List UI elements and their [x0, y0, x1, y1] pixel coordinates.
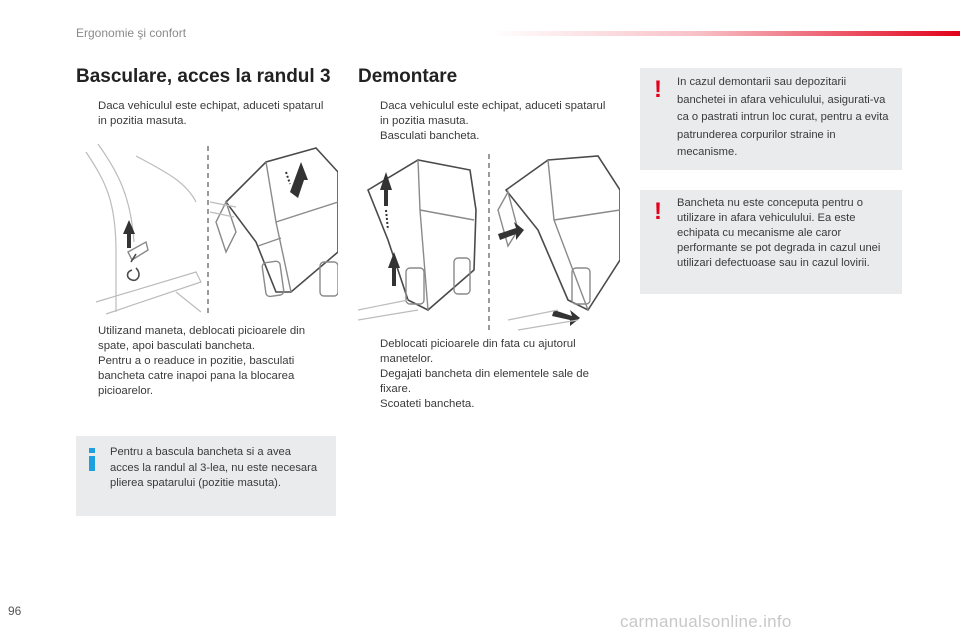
- bullet-arrow-icon: [358, 99, 380, 129]
- bullet-arrow-icon: [76, 354, 98, 399]
- header-accent-bar: [490, 31, 960, 36]
- bullet-arrow-icon: [358, 337, 380, 367]
- info-icon: [89, 448, 95, 471]
- middle-steps-list: Deblocati picioarele din fata cu ajutoru…: [358, 337, 608, 412]
- list-item: Pentru a o readuce in pozitie, basculati…: [76, 354, 334, 399]
- list-item: Basculati bancheta.: [358, 129, 608, 144]
- bullet-arrow-icon: [76, 99, 98, 129]
- list-item: Daca vehiculul este echipat, aduceti spa…: [358, 99, 608, 129]
- left-intro-list: Daca vehiculul este echipat, aduceti spa…: [76, 99, 326, 129]
- middle-title: Demontare: [358, 66, 458, 87]
- section-header: Ergonomie şi confort: [76, 26, 187, 40]
- seat-tilt-illustration: [85, 143, 338, 315]
- left-title: Basculare, acces la randul 3: [76, 66, 331, 87]
- info-box: Pentru a bascula bancheta si a avea acce…: [76, 436, 336, 516]
- page-number: 96: [8, 604, 22, 618]
- list-item: Degajati bancheta din elementele sale de…: [358, 367, 608, 397]
- footer-watermark: carmanualsonline.info: [620, 612, 792, 631]
- list-item: Deblocati picioarele din fata cu ajutoru…: [358, 337, 608, 367]
- bullet-arrow-icon: [76, 324, 98, 354]
- list-item: Utilizand maneta, deblocati picioarele d…: [76, 324, 334, 354]
- warning-icon: !: [654, 76, 662, 103]
- bullet-arrow-icon: [358, 129, 380, 144]
- left-steps-list: Utilizand maneta, deblocati picioarele d…: [76, 324, 334, 399]
- warning-box-storage: ! In cazul demontarii sau depozitarii ba…: [640, 68, 902, 170]
- bullet-arrow-icon: [358, 367, 380, 397]
- list-item: Daca vehiculul este echipat, aduceti spa…: [76, 99, 326, 129]
- seat-removal-illustration: [358, 154, 620, 331]
- warning-box-usage: ! Bancheta nu este conceputa pentru o ut…: [640, 190, 902, 294]
- warning-icon: !: [654, 198, 662, 225]
- middle-intro-list: Daca vehiculul este echipat, aduceti spa…: [358, 99, 608, 144]
- bullet-arrow-icon: [358, 397, 380, 412]
- list-item: Scoateti bancheta.: [358, 397, 608, 412]
